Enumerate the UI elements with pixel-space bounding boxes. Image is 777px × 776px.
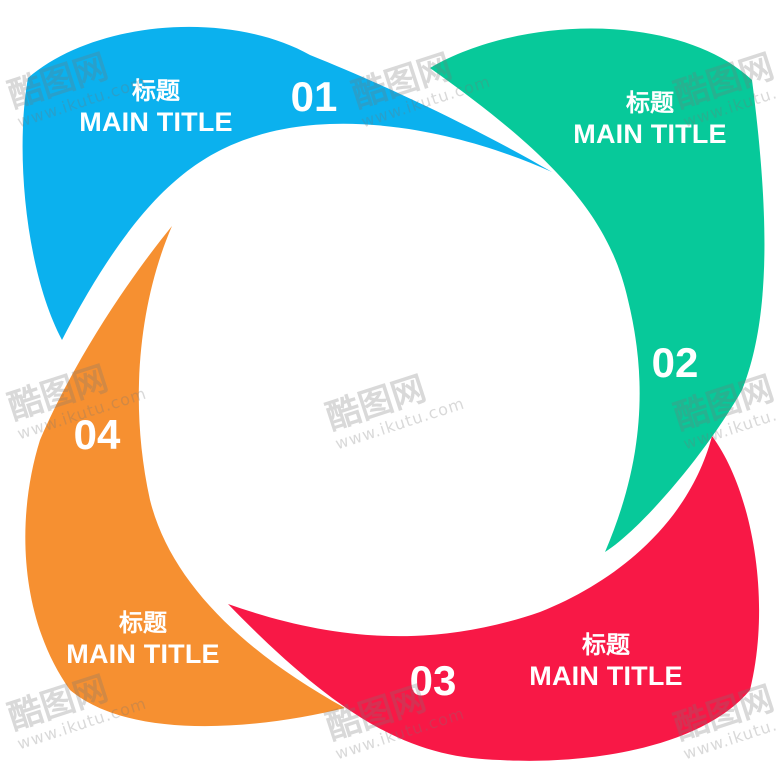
petal-3-title-en: MAIN TITLE	[529, 661, 683, 691]
petal-2-title-cn: 标题	[625, 90, 674, 117]
petal-4-number: 04	[73, 411, 121, 458]
petal-4-title-en: MAIN TITLE	[66, 639, 220, 669]
petal-3-label: 标题 MAIN TITLE	[529, 632, 682, 692]
petal-1-title-en: MAIN TITLE	[79, 107, 233, 137]
petal-4-label: 标题 MAIN TITLE	[66, 610, 219, 670]
petal-1-blue	[22, 26, 553, 341]
petal-4-orange	[25, 226, 345, 727]
petal-1-label: 标题 MAIN TITLE	[79, 78, 232, 138]
petal-1-number: 01	[290, 73, 338, 120]
petal-3-number: 03	[409, 657, 457, 704]
petal-2-green	[430, 28, 765, 552]
petal-3-title-cn: 标题	[581, 632, 630, 659]
petal-2-title-en: MAIN TITLE	[573, 119, 727, 149]
petal-4-title-cn: 标题	[118, 610, 167, 637]
petal-2-number: 02	[651, 339, 699, 386]
petal-1-title-cn: 标题	[131, 78, 180, 105]
petal-3-red	[228, 436, 760, 761]
petal-2-label: 标题 MAIN TITLE	[573, 90, 726, 150]
